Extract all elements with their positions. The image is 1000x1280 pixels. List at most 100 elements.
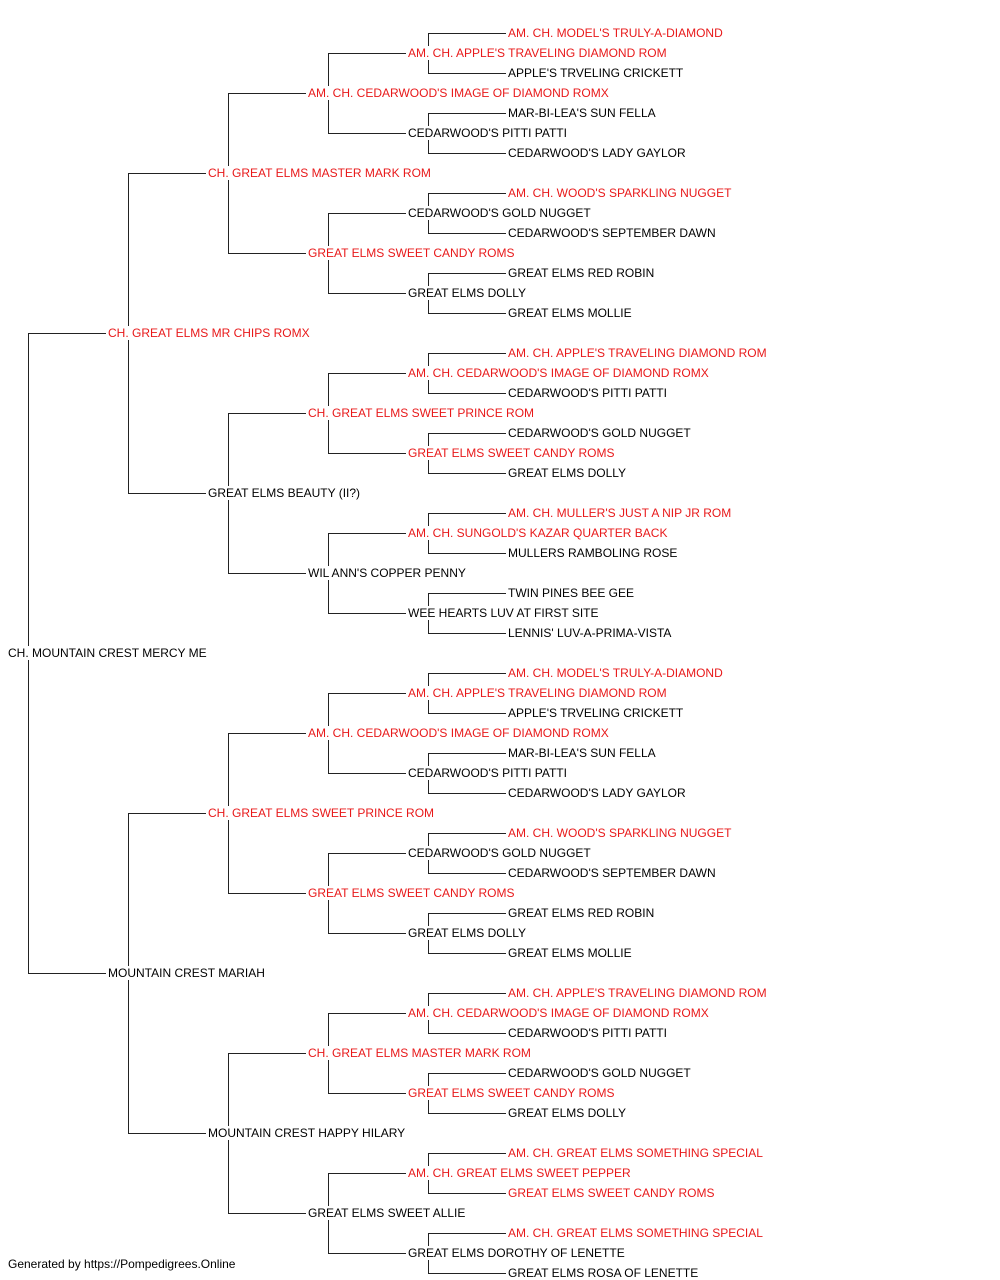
ancestor-name-gen3: GREAT ELMS SWEET ALLIE [306,1206,468,1220]
connector-sire-vertical [428,913,429,933]
connector-dam-vertical [328,733,329,773]
ancestor-name-gen5: GREAT ELMS RED ROBIN [506,906,657,920]
connector-dam-vertical [28,653,29,973]
connector-sire-vertical [328,533,329,573]
connector-sire-horizontal [428,113,506,114]
ancestor-name-gen5: AM. CH. MULLER'S JUST A NIP JR ROM [506,506,734,520]
ancestor-name-gen4: GREAT ELMS SWEET CANDY ROMS [406,1086,617,1100]
connector-sire-vertical [428,993,429,1013]
connector-dam-vertical [328,1053,329,1093]
ancestor-name-gen5: APPLE'S TRVELING CRICKETT [506,66,686,80]
connector-dam-horizontal [328,293,406,294]
connector-dam-vertical [428,613,429,633]
ancestor-name-gen5: CEDARWOOD'S GOLD NUGGET [506,1066,693,1080]
connector-sire-horizontal [328,853,406,854]
connector-sire-horizontal [328,213,406,214]
connector-dam-vertical [128,973,129,1133]
connector-sire-horizontal [328,1173,406,1174]
connector-sire-vertical [328,693,329,733]
ancestor-name-gen1: CH. GREAT ELMS MR CHIPS ROMX [106,326,312,340]
ancestor-name-gen5: CEDARWOOD'S PITTI PATTI [506,1026,669,1040]
connector-sire-vertical [428,833,429,853]
connector-dam-vertical [328,253,329,293]
connector-dam-vertical [428,533,429,553]
subject-dog-name: CH. MOUNTAIN CREST MERCY ME [6,646,209,660]
connector-sire-vertical [428,753,429,773]
ancestor-name-gen5: MULLERS RAMBOLING ROSE [506,546,680,560]
ancestor-name-gen4: AM. CH. GREAT ELMS SWEET PEPPER [406,1166,633,1180]
connector-dam-horizontal [428,1193,506,1194]
connector-sire-horizontal [228,1053,306,1054]
connector-dam-vertical [328,93,329,133]
ancestor-name-gen5: MAR-BI-LEA'S SUN FELLA [506,106,658,120]
ancestor-name-gen4: GREAT ELMS DOLLY [406,286,529,300]
ancestor-name-gen5: AM. CH. APPLE'S TRAVELING DIAMOND ROM [506,346,769,360]
connector-sire-horizontal [428,1233,506,1234]
ancestor-name-gen5: CEDARWOOD'S PITTI PATTI [506,386,669,400]
connector-dam-horizontal [328,613,406,614]
ancestor-name-gen4: GREAT ELMS SWEET CANDY ROMS [406,446,617,460]
connector-dam-horizontal [428,73,506,74]
connector-sire-horizontal [28,333,106,334]
ancestor-name-gen3: GREAT ELMS SWEET CANDY ROMS [306,886,517,900]
generated-by-footer: Generated by https://Pompedigrees.Online [8,1257,236,1271]
ancestor-name-gen4: GREAT ELMS DOROTHY OF LENETTE [406,1246,627,1260]
connector-dam-horizontal [428,153,506,154]
ancestor-name-gen4: AM. CH. CEDARWOOD'S IMAGE OF DIAMOND ROM… [406,366,711,380]
ancestor-name-gen5: CEDARWOOD'S SEPTEMBER DAWN [506,226,718,240]
ancestor-name-gen5: AM. CH. WOOD'S SPARKLING NUGGET [506,826,734,840]
connector-dam-horizontal [328,933,406,934]
connector-sire-vertical [328,373,329,413]
connector-sire-vertical [428,593,429,613]
ancestor-name-gen5: CEDARWOOD'S LADY GAYLOR [506,786,688,800]
connector-sire-horizontal [428,273,506,274]
ancestor-name-gen5: GREAT ELMS DOLLY [506,466,629,480]
connector-dam-horizontal [428,713,506,714]
connector-dam-horizontal [328,1253,406,1254]
connector-sire-horizontal [328,373,406,374]
ancestor-name-gen4: CEDARWOOD'S GOLD NUGGET [406,846,593,860]
connector-sire-horizontal [428,33,506,34]
connector-sire-horizontal [428,513,506,514]
ancestor-name-gen5: GREAT ELMS SWEET CANDY ROMS [506,1186,717,1200]
connector-dam-vertical [328,573,329,613]
ancestor-name-gen2: MOUNTAIN CREST HAPPY HILARY [206,1126,408,1140]
connector-sire-vertical [228,733,229,813]
ancestor-name-gen5: AM. CH. GREAT ELMS SOMETHING SPECIAL [506,1226,765,1240]
ancestor-name-gen3: CH. GREAT ELMS SWEET PRINCE ROM [306,406,537,420]
connector-dam-vertical [428,1173,429,1193]
connector-sire-vertical [428,1073,429,1093]
connector-sire-vertical [128,813,129,973]
ancestor-name-gen3: AM. CH. CEDARWOOD'S IMAGE OF DIAMOND ROM… [306,726,611,740]
connector-dam-horizontal [428,953,506,954]
connector-dam-vertical [428,293,429,313]
connector-dam-vertical [228,493,229,573]
connector-sire-horizontal [128,173,206,174]
connector-sire-vertical [28,333,29,653]
connector-dam-horizontal [28,973,106,974]
connector-sire-horizontal [328,693,406,694]
connector-sire-vertical [428,1233,429,1253]
connector-dam-horizontal [428,393,506,394]
connector-dam-vertical [228,813,229,893]
ancestor-name-gen2: CH. GREAT ELMS SWEET PRINCE ROM [206,806,437,820]
connector-sire-vertical [428,193,429,213]
connector-dam-vertical [428,1253,429,1273]
connector-sire-vertical [228,93,229,173]
ancestor-name-gen4: AM. CH. APPLE'S TRAVELING DIAMOND ROM [406,46,669,60]
ancestor-name-gen2: CH. GREAT ELMS MASTER MARK ROM [206,166,433,180]
connector-sire-horizontal [328,53,406,54]
connector-sire-vertical [428,113,429,133]
connector-dam-horizontal [328,453,406,454]
connector-sire-horizontal [428,753,506,754]
ancestor-name-gen5: GREAT ELMS RED ROBIN [506,266,657,280]
connector-sire-horizontal [228,413,306,414]
connector-dam-vertical [428,773,429,793]
ancestor-name-gen5: CEDARWOOD'S LADY GAYLOR [506,146,688,160]
connector-dam-vertical [328,893,329,933]
connector-dam-horizontal [428,1033,506,1034]
ancestor-name-gen4: CEDARWOOD'S PITTI PATTI [406,766,569,780]
connector-dam-vertical [428,213,429,233]
ancestor-name-gen3: GREAT ELMS SWEET CANDY ROMS [306,246,517,260]
connector-dam-horizontal [328,1093,406,1094]
